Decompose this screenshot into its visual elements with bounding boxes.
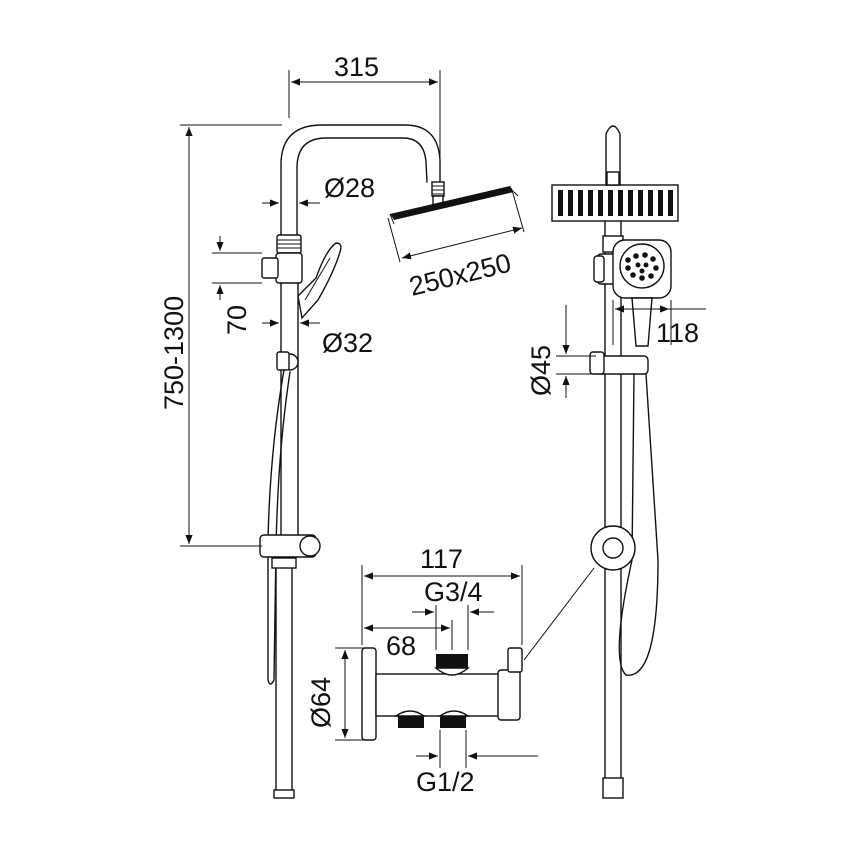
dim-inlet-thread: G1/2 [416,767,475,797]
rain-head-nozzles [558,190,673,216]
dim-hand-width: 118 [656,318,699,348]
dim-mixer-diameter: Ø64 [306,677,336,728]
rain-head-plate [390,186,514,220]
riser-lower [280,282,299,541]
dim-height-range: 750-1300 [159,296,189,410]
dim-arm-reach: 315 [334,52,379,82]
dim-diverter-height: 70 [222,305,252,335]
dim-outlet-thread: G3/4 [424,577,483,607]
inlet-thread-right [440,716,466,728]
riser-side [604,220,622,791]
outlet-thread [436,654,468,668]
dim-pipe-lower: Ø32 [322,328,373,358]
riser-upper [280,124,441,239]
hand-shower-front [297,242,342,320]
hose-front [267,369,291,685]
dim-mixer-width: 117 [420,544,463,574]
mixer-body [361,647,377,741]
side-view: 118 Ø45 [526,125,706,799]
hand-shower-nozzles [625,252,659,281]
mixer-detail: 117 G3/4 68 Ø64 G1/2 [306,544,595,797]
inlet-thread-left [398,716,424,728]
hose-side [618,373,659,676]
diverter-knob [261,257,279,279]
dim-head-size: 250x250 [406,248,514,302]
diverter-body [275,252,303,284]
dim-holder-diameter: Ø45 [526,345,556,396]
dim-outlet-offset: 68 [386,631,416,661]
dim-pipe-upper: Ø28 [324,173,375,203]
